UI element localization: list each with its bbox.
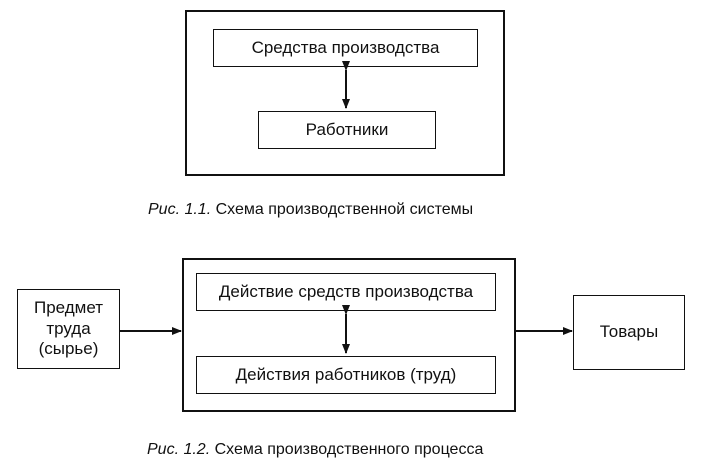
fig1-means-of-production-box: Средства производства xyxy=(213,29,478,67)
fig1-caption-text: Схема производственной системы xyxy=(215,201,474,218)
fig2-output-box: Товары xyxy=(573,295,685,370)
fig2-caption-label: Рис. 1.2. xyxy=(147,441,211,458)
fig2-caption: Рис. 1.2. Схема производственного процес… xyxy=(147,441,483,459)
fig1-caption-label: Рис. 1.1. xyxy=(148,201,212,218)
fig1-caption: Рис. 1.1. Схема производственной системы xyxy=(148,201,473,219)
fig2-workers-action-box: Действия работников (труд) xyxy=(196,356,496,394)
fig2-caption-text: Схема производственного процесса xyxy=(214,441,484,458)
fig1-workers-box: Работники xyxy=(258,111,436,149)
fig2-input-box: Предмет труда (сырье) xyxy=(17,289,120,369)
fig2-means-action-box: Действие средств производства xyxy=(196,273,496,311)
